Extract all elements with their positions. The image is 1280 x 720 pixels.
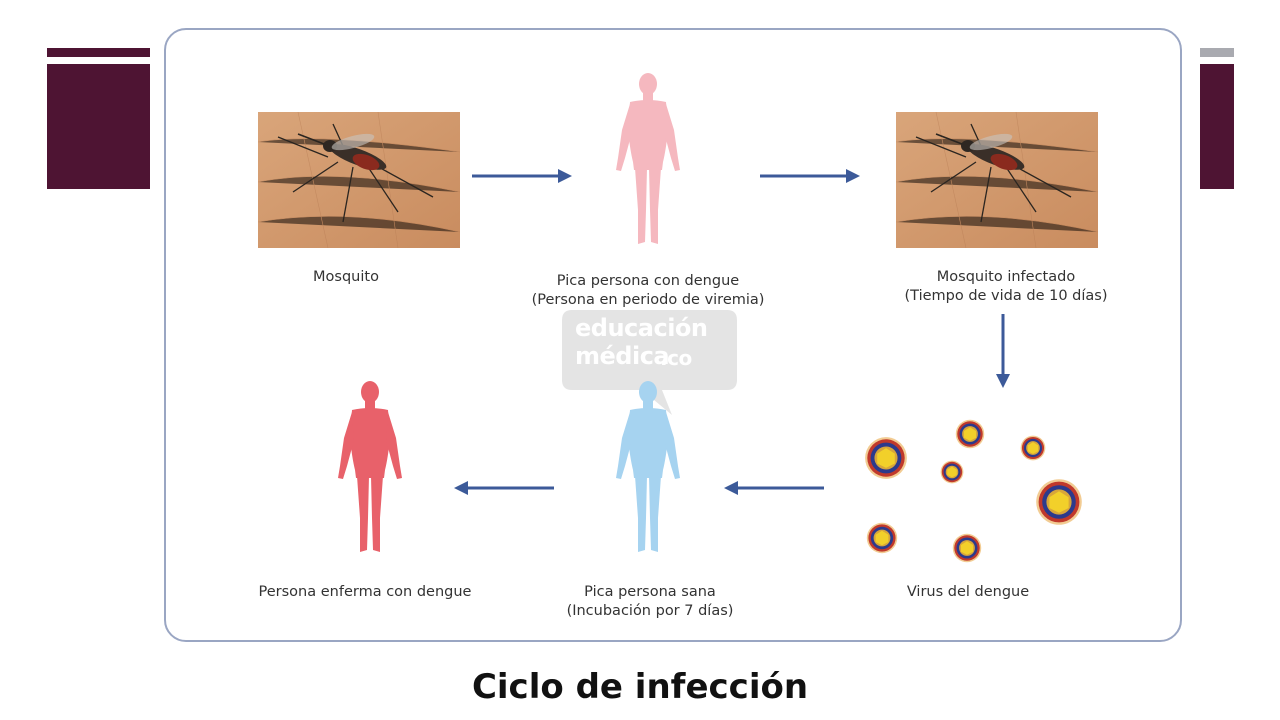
virus-particle [864, 436, 908, 480]
arrow-right-2 [760, 169, 860, 183]
label-infected-mosquito-line2: (Tiempo de vida de 10 días) [904, 288, 1108, 304]
watermark-logo [562, 310, 737, 415]
label-sick-person: Persona enferma con dengue [240, 583, 490, 602]
decor-bar-left-top [47, 48, 150, 57]
watermark-line1: educación [575, 314, 708, 342]
label-sick-person-line1: Persona enferma con dengue [258, 584, 472, 600]
virus-particle [952, 533, 982, 563]
label-infected-mosquito: Mosquito infectado (Tiempo de vida de 10… [876, 268, 1136, 306]
arrow-down [996, 314, 1010, 388]
arrow-left-1 [724, 481, 824, 495]
watermark-suffix: .co [660, 346, 692, 370]
virus-particle [940, 460, 964, 484]
virus-particle [955, 419, 985, 449]
label-mosquito-line1: Mosquito [313, 269, 379, 285]
label-bites-healthy-line2: (Incubación por 7 días) [566, 603, 734, 619]
label-bites-sick: Pica persona con dengue (Persona en peri… [508, 272, 788, 310]
decor-block-right [1200, 64, 1234, 189]
virus-particle [866, 522, 898, 554]
virus-particle [1020, 435, 1046, 461]
label-bites-sick-line1: Pica persona con dengue [556, 273, 740, 289]
virus-particle [1035, 478, 1083, 526]
decor-block-left [47, 64, 150, 189]
label-infected-mosquito-line1: Mosquito infectado [936, 269, 1076, 285]
slide-caption: Ciclo de infección [471, 667, 809, 707]
person-pink-figure [608, 70, 688, 250]
label-bites-sick-line2: (Persona en periodo de viremia) [531, 292, 765, 308]
infected-mosquito-photo [896, 112, 1098, 248]
person-healthy-figure [608, 378, 688, 558]
label-virus: Virus del dengue [868, 583, 1068, 602]
decor-bar-right-top [1200, 48, 1234, 57]
mosquito-photo [258, 112, 460, 248]
arrow-right-1 [472, 169, 572, 183]
arrow-left-2 [454, 481, 554, 495]
label-bites-healthy: Pica persona sana (Incubación por 7 días… [530, 583, 770, 621]
label-virus-line1: Virus del dengue [906, 584, 1030, 600]
label-mosquito: Mosquito [258, 268, 434, 287]
person-sick-figure [330, 378, 410, 558]
label-bites-healthy-line1: Pica persona sana [584, 584, 716, 600]
watermark-line2: médica [575, 342, 670, 370]
